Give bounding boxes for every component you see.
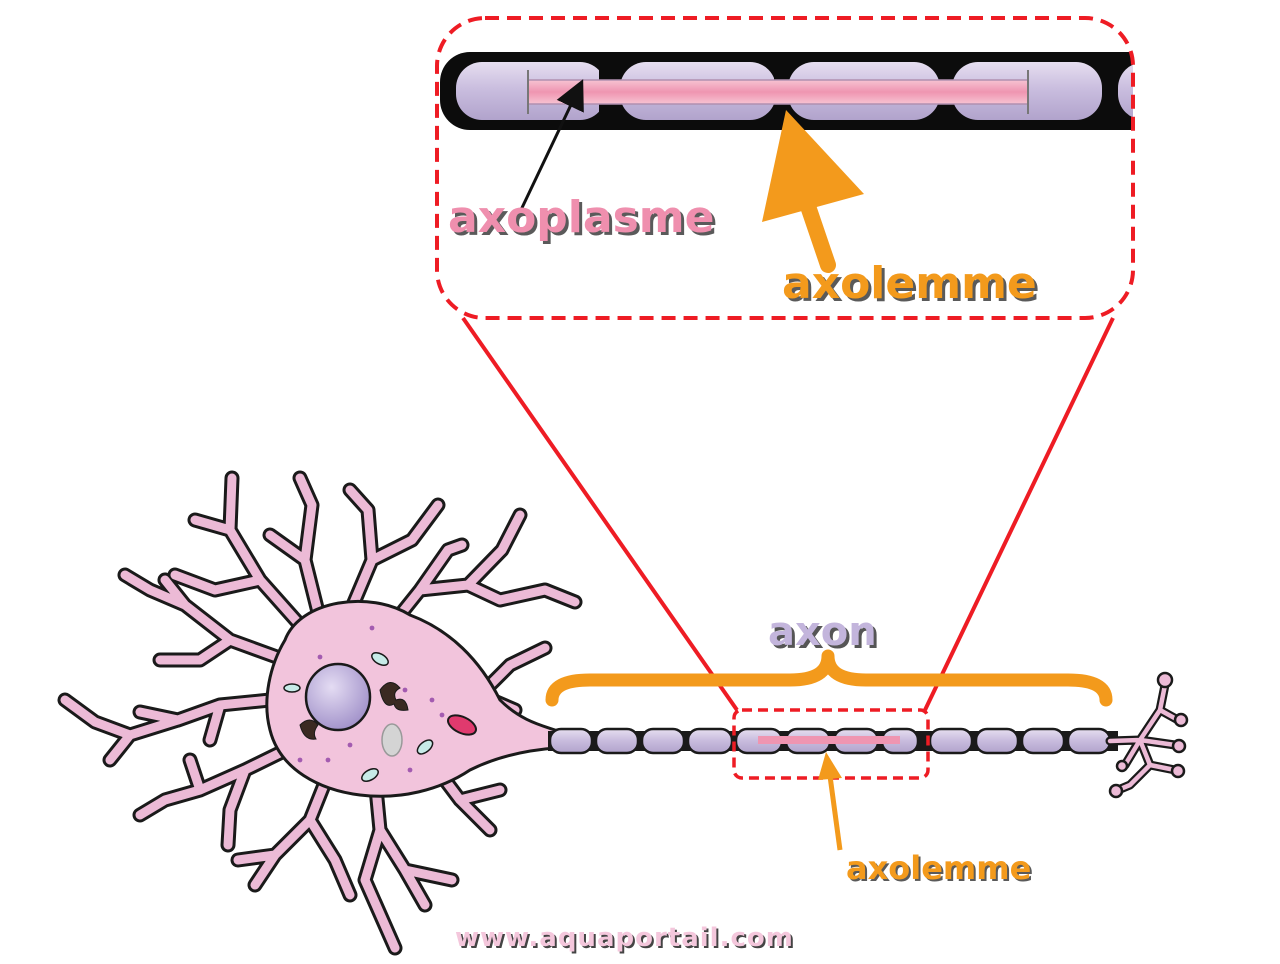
axolemme-pointer-arrow-large — [762, 110, 864, 273]
axon-terminal-icon — [1105, 671, 1189, 799]
dendrites — [57, 470, 583, 956]
axolemme-label-zoom: axolemme — [782, 258, 1037, 309]
myelin-sheaths — [548, 727, 1112, 755]
axon-brace — [545, 649, 1113, 707]
zoom-box-outline — [435, 16, 1135, 320]
axoplasme-pointer-arrow — [518, 79, 584, 213]
neuron — [57, 470, 1189, 956]
axolemme-pointer-arrow-small — [818, 752, 843, 851]
axoplasme-label: axoplasme — [448, 192, 715, 243]
axon — [548, 727, 1118, 755]
magnified-axon — [440, 52, 1133, 130]
zoom-connector-left — [461, 316, 739, 712]
axon-label: axon — [768, 609, 877, 655]
axoplasm-small — [758, 736, 900, 744]
cell-body — [265, 599, 557, 798]
zoom-connector-right — [923, 317, 1115, 711]
axolemme-label-small: axolemme — [846, 849, 1032, 887]
zoom-callout — [435, 16, 1135, 712]
website-watermark: www.aquaportail.com — [455, 923, 794, 953]
axoplasm-core — [527, 79, 1029, 105]
organelles — [283, 625, 478, 782]
nucleus — [304, 662, 372, 732]
